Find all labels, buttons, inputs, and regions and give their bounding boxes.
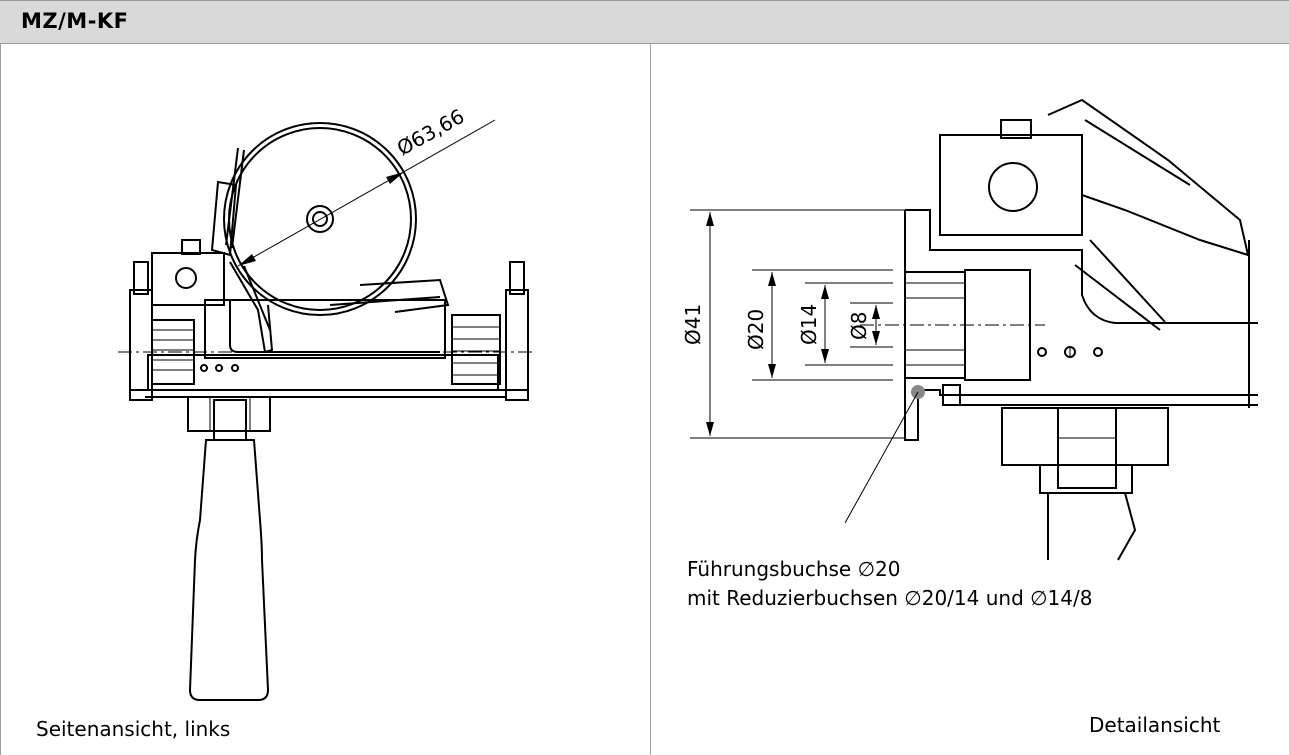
section-title: MZ/M-KF (21, 9, 129, 33)
side-view-caption: Seitenansicht, links (36, 717, 231, 741)
dim-8-label: Ø8 (847, 312, 871, 340)
dim-41-label: Ø41 (681, 304, 705, 345)
left-border (0, 44, 1, 755)
panel-divider (650, 44, 651, 755)
bushing-callout: Führungsbuchse ∅20 mit Reduzierbuchsen ∅… (687, 555, 1092, 613)
callout-line-1: Führungsbuchse ∅20 (687, 557, 901, 581)
dim-20-label: Ø20 (744, 309, 768, 350)
detail-view-caption: Detailansicht (1089, 713, 1221, 737)
side-view-drawing: Ø63,66 (118, 104, 535, 701)
section-header: MZ/M-KF (0, 0, 1289, 44)
dim-14-label: Ø14 (797, 304, 821, 345)
callout-line-2: mit Reduzierbuchsen ∅20/14 und ∅14/8 (687, 586, 1093, 610)
